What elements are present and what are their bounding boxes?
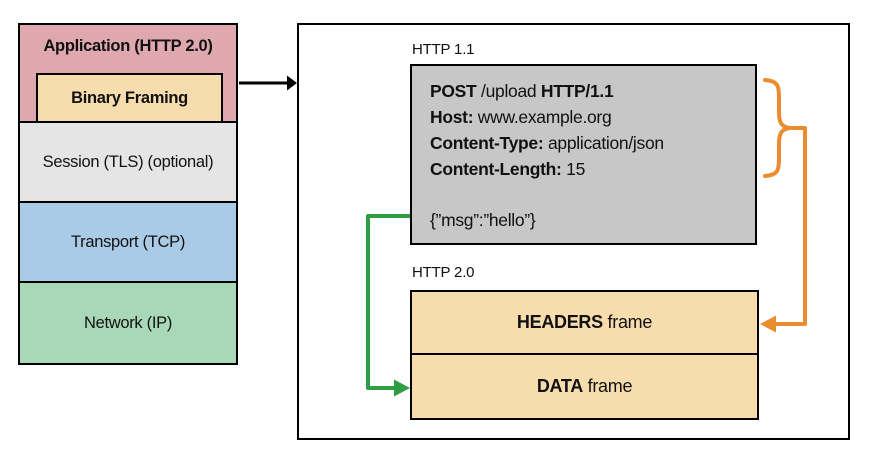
headers-frame-box: HEADERS frame [410, 290, 759, 355]
request-line-content-type: Content-Type: application/json [430, 130, 755, 156]
transport-layer-box: Transport (TCP) [18, 201, 238, 283]
host-header-value: www.example.org [473, 107, 612, 127]
request-line-host: Host: www.example.org [430, 104, 755, 130]
headers-frame-label: HEADERS frame [517, 312, 652, 333]
session-layer-box: Session (TLS) (optional) [18, 121, 238, 203]
data-frame-label-bold: DATA [536, 376, 583, 396]
request-path: /upload [476, 81, 541, 101]
headers-frame-label-bold: HEADERS [516, 312, 603, 332]
request-line-content-length: Content-Length: 15 [430, 156, 755, 182]
request-method: POST [430, 81, 477, 101]
http11-section-label: HTTP 1.1 [412, 41, 475, 58]
content-length-value: 15 [561, 159, 586, 179]
binary-framing-box: Binary Framing [36, 73, 223, 123]
headers-frame-label-rest: frame [602, 312, 653, 332]
request-line-start: POST /upload HTTP/1.1 [430, 78, 755, 104]
request-body-json: {”msg”:”hello”} [430, 210, 536, 230]
data-frame-label-rest: frame [582, 376, 633, 396]
transport-layer-label: Transport (TCP) [70, 232, 186, 251]
content-type-value: application/json [543, 133, 664, 153]
http20-section-label: HTTP 2.0 [412, 264, 475, 281]
content-length-key: Content-Length: [430, 159, 562, 179]
session-layer-label: Session (TLS) (optional) [42, 152, 214, 171]
content-type-key: Content-Type: [430, 133, 544, 153]
network-layer-label: Network (IP) [83, 313, 173, 332]
host-header-key: Host: [430, 107, 474, 127]
data-frame-label: DATA frame [536, 376, 633, 397]
network-layer-box: Network (IP) [18, 281, 238, 365]
binary-framing-label: Binary Framing [71, 88, 188, 107]
data-frame-box: DATA frame [410, 353, 759, 420]
application-layer-label: Application (HTTP 2.0) [43, 37, 213, 55]
stack-to-panel-arrow [239, 75, 297, 91]
request-version: HTTP/1.1 [540, 81, 614, 101]
http11-request-box: POST /upload HTTP/1.1 Host: www.example.… [410, 64, 757, 245]
